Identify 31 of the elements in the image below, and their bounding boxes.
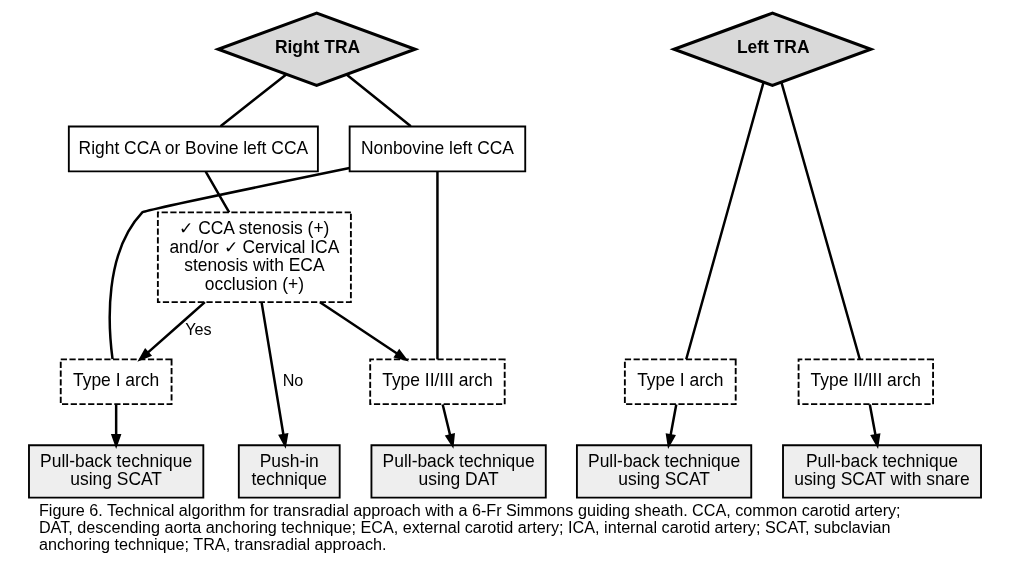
caption: Figure 6. Technical algorithm for transradial approach with a 6-Fr Simmons guiding sheath. CCA, common carotid artery; DAT, descending aorta anchoring technique; ECA, external carotid artery; ICA, internal carotid artery; SCAT, subclavian anchoring technique; TRA, transradial approach. [38, 500, 901, 554]
node-box: Pull-back technique using SCAT with snare [782, 444, 982, 499]
node-box: Right CCA or Bovine left CCA [67, 125, 319, 173]
connector [204, 170, 231, 213]
connector [345, 73, 412, 128]
node-box: Type I arch [59, 358, 173, 406]
node-box: ✓ CCA stenosis (+) and/or ✓ Cervical ICA stenosis with ECA occlusion (+) [156, 211, 352, 303]
node-diamond: Right TRA [213, 11, 420, 88]
arrow [110, 404, 122, 449]
connector [219, 73, 287, 128]
connector [685, 81, 765, 360]
node-box: Nonbovine left CCA [348, 125, 527, 173]
arrow [319, 301, 409, 362]
node-box: Push-in technique [237, 444, 341, 499]
arrow [665, 404, 678, 449]
connector [780, 81, 861, 360]
connector [108, 166, 350, 360]
node-box: Pull-back technique using SCAT [576, 444, 753, 499]
connector [436, 171, 439, 360]
edge-label: No [282, 371, 304, 389]
arrow [137, 301, 206, 362]
node-box: Pull-back technique using DAT [370, 444, 547, 499]
arrow [868, 404, 881, 449]
node-box: Type I arch [623, 358, 737, 406]
arrow [260, 302, 289, 449]
edge-label: Yes [185, 319, 212, 338]
node-box: Type II/III arch [369, 358, 506, 406]
arrow [441, 404, 455, 449]
node-box: Type II/III arch [797, 358, 934, 406]
node-diamond: Left TRA [669, 11, 876, 88]
node-box: Pull-back technique using SCAT [28, 444, 205, 499]
